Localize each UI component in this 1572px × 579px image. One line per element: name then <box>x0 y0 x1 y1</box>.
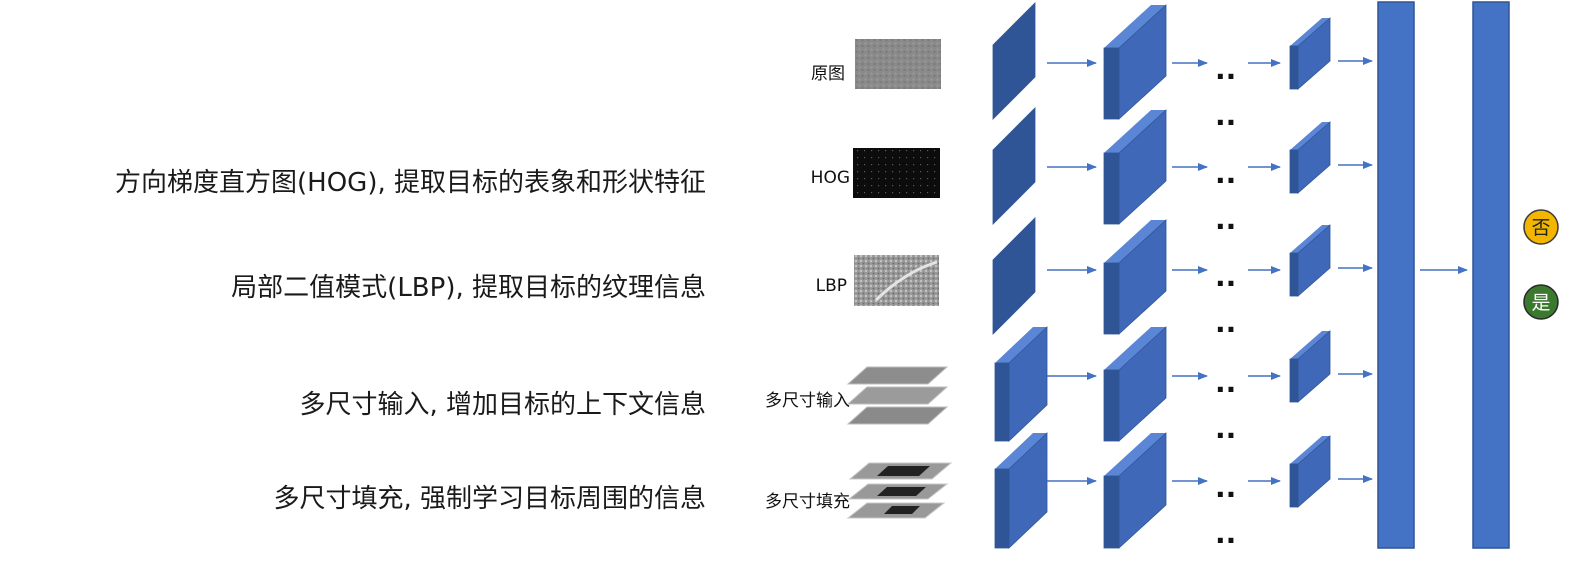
branch-3-ellipsis: .. <box>1215 260 1236 293</box>
branch-1-ellipsis: .. <box>1215 53 1236 86</box>
branch-5-conv-n <box>1289 435 1331 508</box>
branch-2-conv-2 <box>1103 109 1167 225</box>
branch-3-conv-n <box>1289 224 1331 297</box>
lbp-image-thumbnail <box>854 255 939 306</box>
multiscale-input-stack <box>846 366 949 425</box>
branch-4-ellipsis-lower: .. <box>1215 412 1236 445</box>
branch-row-5: .... <box>994 432 1373 550</box>
hog-image-thumbnail <box>853 148 940 198</box>
branch-row-3: .... <box>992 217 1373 339</box>
branch-3-conv-2 <box>1103 219 1167 335</box>
branch-4-ellipsis: .. <box>1215 366 1236 399</box>
fc-layer-2 <box>1472 1 1510 549</box>
original-image-thumbnail <box>855 39 941 89</box>
output-no-label: 否 <box>1531 217 1550 239</box>
multiscale-padding-stack <box>846 462 953 519</box>
multiscale-padding-label: 多尺寸填充 <box>765 492 850 512</box>
branch-2-ellipsis: .. <box>1215 157 1236 190</box>
branch-5-conv-1 <box>994 432 1048 549</box>
branch-1-conv-1 <box>992 2 1036 120</box>
lbp-label: LBP <box>816 276 847 296</box>
branch-2-ellipsis-lower: .. <box>1215 203 1236 236</box>
branch-5-ellipsis-lower: .. <box>1215 517 1236 550</box>
output-no: 否 <box>1523 209 1559 245</box>
multiscale-input-description: 多尺寸输入, 增加目标的上下文信息 <box>299 390 706 420</box>
branch-3-conv-1 <box>992 217 1036 335</box>
branch-row-2: .... <box>992 107 1373 236</box>
output-yes: 是 <box>1523 284 1559 320</box>
branch-5-conv-2 <box>1103 432 1167 549</box>
branch-1-conv-n <box>1289 17 1331 90</box>
branch-5-ellipsis: .. <box>1215 471 1236 504</box>
multiscale-padding-description: 多尺寸填充, 强制学习目标周围的信息 <box>273 484 706 514</box>
network-branches: .................... <box>992 2 1373 550</box>
branch-4-conv-n <box>1289 330 1331 403</box>
branch-4-conv-2 <box>1103 326 1167 442</box>
branch-2-conv-n <box>1289 121 1331 194</box>
branch-1-conv-2 <box>1103 4 1167 120</box>
multiscale-input-label: 多尺寸输入 <box>765 391 850 411</box>
hog-description: 方向梯度直方图(HOG), 提取目标的表象和形状特征 <box>115 168 706 198</box>
lbp-description: 局部二值模式(LBP), 提取目标的纹理信息 <box>231 273 706 303</box>
original-image-label: 原图 <box>811 64 845 84</box>
branch-row-4: .... <box>994 326 1373 445</box>
branch-3-ellipsis-lower: .. <box>1215 306 1236 339</box>
output-yes-circle <box>1523 284 1559 320</box>
branch-1-ellipsis-lower: .. <box>1215 99 1236 132</box>
output-yes-label: 是 <box>1531 292 1550 314</box>
fc-layer-1 <box>1377 1 1415 549</box>
output-no-circle <box>1523 209 1559 245</box>
branch-2-conv-1 <box>992 107 1036 225</box>
branch-4-conv-1 <box>994 326 1048 442</box>
hog-label: HOG <box>811 168 850 188</box>
branch-row-1: .... <box>992 2 1373 132</box>
